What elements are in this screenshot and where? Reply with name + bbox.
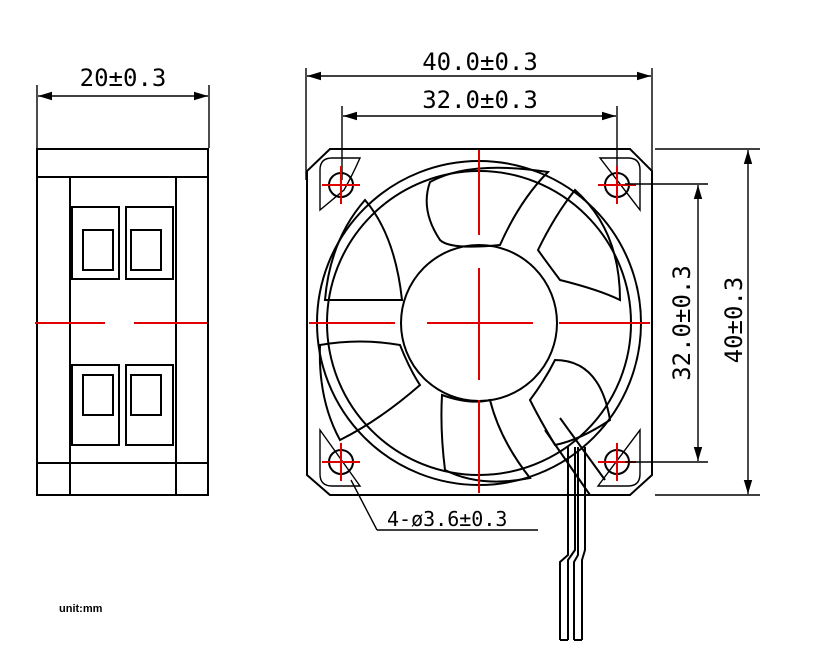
mount-hole-bl xyxy=(322,443,360,481)
front-view: 40.0±0.3 32.0±0.3 xyxy=(305,48,760,641)
mount-hole-tr xyxy=(598,166,636,204)
side-width-dim-label: 20±0.3 xyxy=(80,64,167,92)
side-view: 20±0.3 xyxy=(35,64,210,496)
front-height-dim-label: 40±0.3 xyxy=(720,277,748,364)
front-width-dim-label: 40.0±0.3 xyxy=(422,48,538,76)
hole-spacing-v-dim-label: 32.0±0.3 xyxy=(668,265,696,381)
hole-spacing-h-dim-label: 32.0±0.3 xyxy=(422,86,538,114)
mount-hole-tl xyxy=(322,166,360,204)
unit-label: unit:mm xyxy=(59,603,103,615)
mount-hole-callout: 4-ø3.6±0.3 xyxy=(387,507,507,531)
